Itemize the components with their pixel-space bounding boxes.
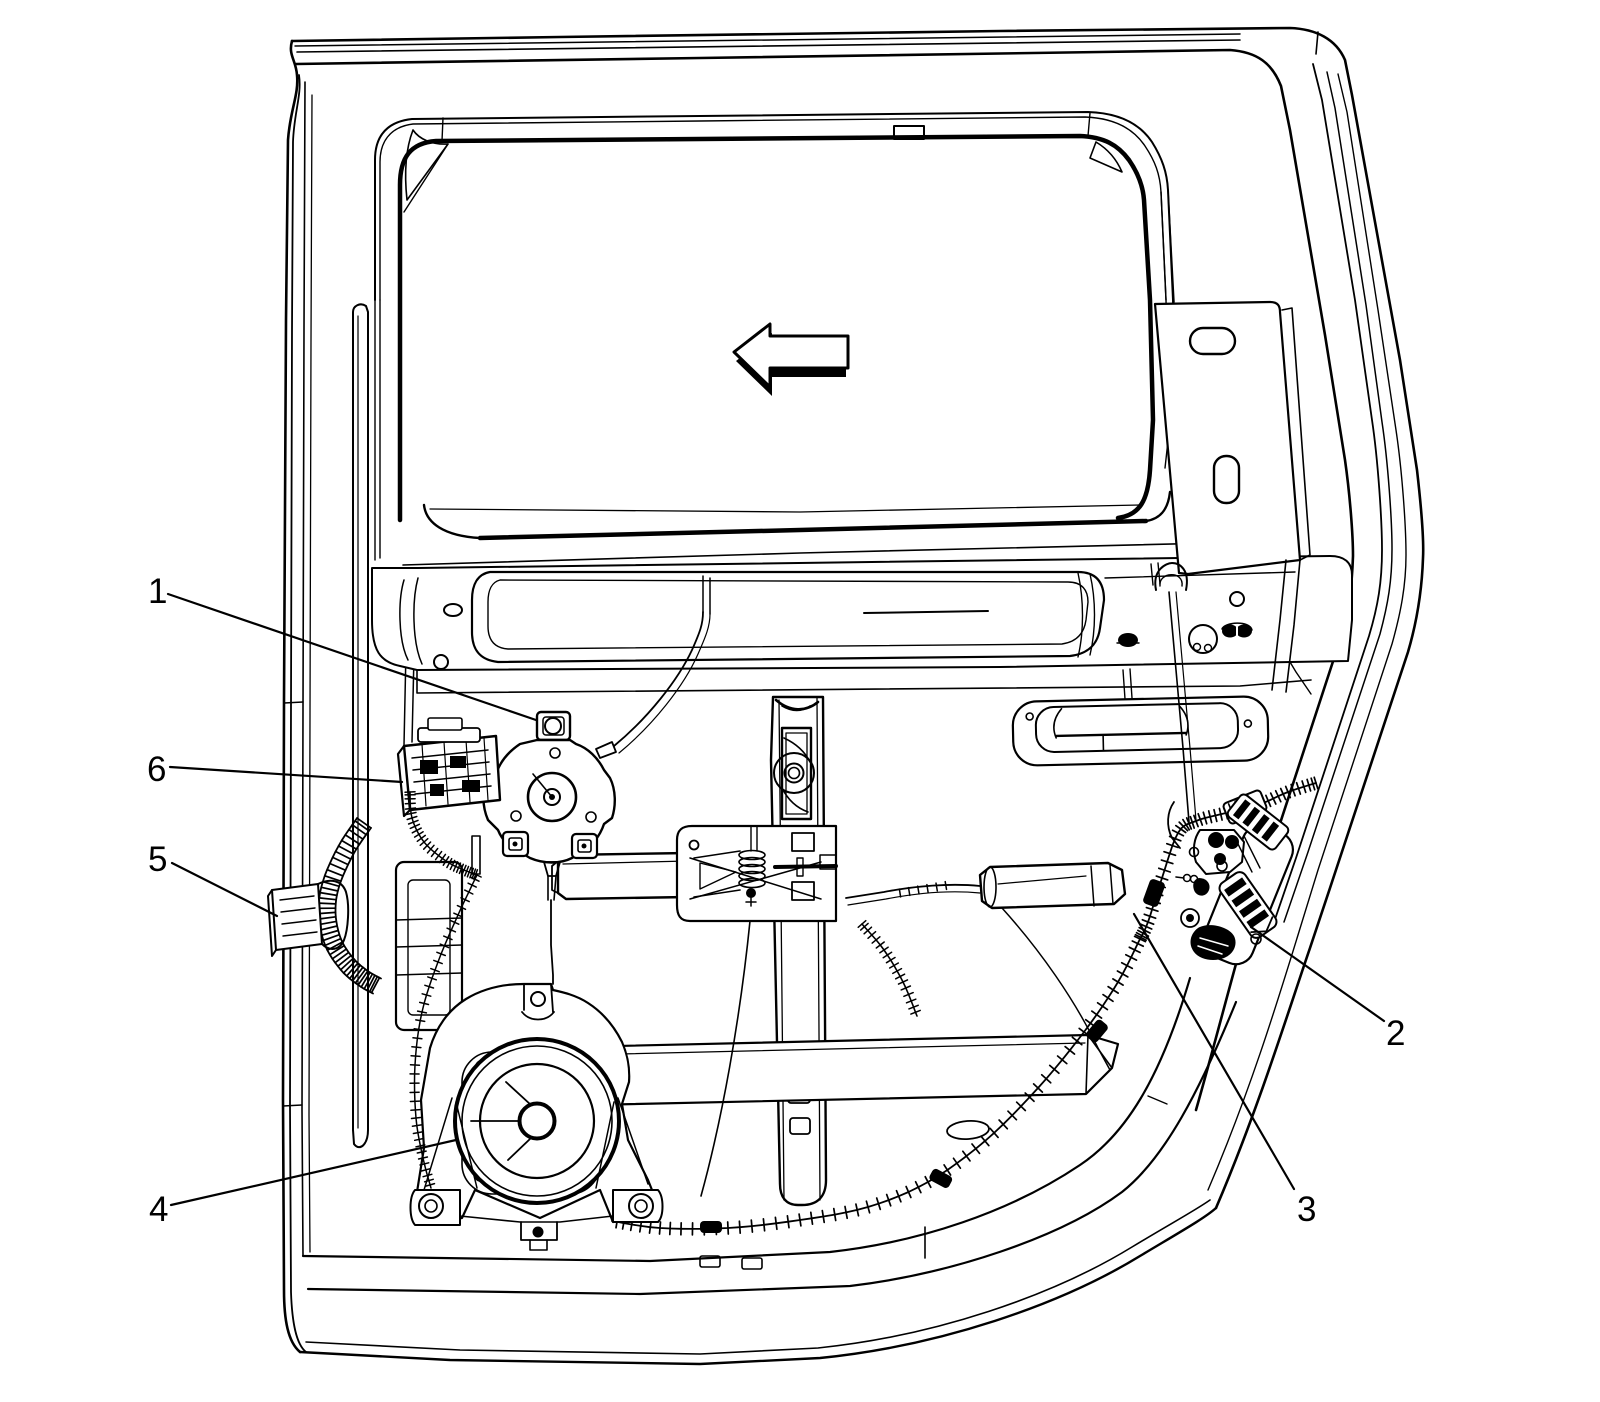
svg-text:6: 6 [147,750,166,789]
svg-text:1: 1 [148,572,167,611]
svg-text:3: 3 [1297,1190,1316,1229]
svg-text:5: 5 [148,840,167,879]
svg-text:4: 4 [149,1190,168,1229]
svg-text:2: 2 [1386,1014,1405,1053]
